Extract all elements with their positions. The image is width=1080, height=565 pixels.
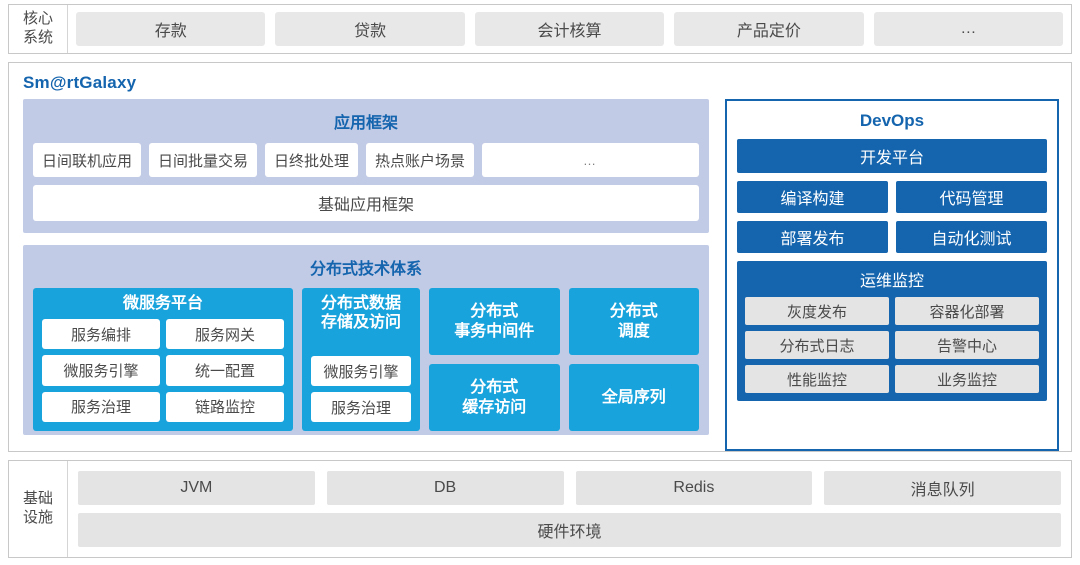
ops-item[interactable]: 分布式日志 xyxy=(745,331,889,359)
microservice-platform-title: 微服务平台 xyxy=(122,295,203,312)
smartgalaxy-section: Sm@rtGalaxy 应用框架 日间联机应用 日间批量交易 日终批处理 热点账… xyxy=(8,62,1072,452)
data-store-item[interactable]: 服务治理 xyxy=(311,392,411,422)
core-systems-section: 核心 系统 存款 贷款 会计核算 产品定价 … xyxy=(8,4,1072,54)
infrastructure-section: 基础 设施 JVM DB Redis 消息队列 硬件环境 xyxy=(8,460,1072,558)
app-framework-item[interactable]: 日间批量交易 xyxy=(149,143,258,177)
microservice-item[interactable]: 链路监控 xyxy=(166,391,284,422)
distributed-column-3: 分布式 事务中间件 分布式 缓存访问 xyxy=(429,288,560,431)
card-line1: 分布式 xyxy=(470,302,519,320)
microservice-item[interactable]: 统一配置 xyxy=(166,355,284,386)
card-line2: 事务中间件 xyxy=(454,322,535,340)
app-framework-item[interactable]: 日终批处理 xyxy=(265,143,359,177)
infrastructure-items: JVM DB Redis 消息队列 xyxy=(78,471,1061,505)
ops-item[interactable]: 性能监控 xyxy=(745,365,889,393)
core-system-item[interactable]: 产品定价 xyxy=(674,12,864,46)
distributed-column-4: 分布式 调度 全局序列 xyxy=(568,288,699,431)
distributed-tech-title: 分布式技术体系 xyxy=(309,261,422,278)
base-application-framework[interactable]: 基础应用框架 xyxy=(33,185,699,221)
microservice-item[interactable]: 微服务引擎 xyxy=(42,355,160,386)
card-line1: 分布式 xyxy=(609,302,658,320)
distributed-data-store-card[interactable]: 分布式数据 存储及访问 微服务引擎 服务治理 xyxy=(302,288,420,431)
distributed-cache-access-card[interactable]: 分布式 缓存访问 xyxy=(429,364,560,431)
dev-platform-card[interactable]: 开发平台 xyxy=(737,139,1047,173)
ops-monitoring-card: 运维监控 灰度发布 容器化部署 分布式日志 告警中心 性能监控 业务监控 xyxy=(737,261,1047,401)
infrastructure-item[interactable]: DB xyxy=(326,471,564,505)
core-systems-label: 核心 系统 xyxy=(9,5,68,53)
infrastructure-label-line1: 基础 xyxy=(22,490,53,508)
core-system-item[interactable]: 贷款 xyxy=(275,12,465,46)
card-line1: 分布式 xyxy=(470,378,519,396)
devops-title: DevOps xyxy=(859,111,925,130)
card-line1: 全局序列 xyxy=(601,388,666,406)
devops-panel: DevOps 开发平台 编译构建 代码管理 部署发布 自动化测试 运维监控 灰度… xyxy=(725,99,1059,451)
core-systems-items: 存款 贷款 会计核算 产品定价 … xyxy=(68,12,1071,46)
microservice-platform-card[interactable]: 微服务平台 服务编排 服务网关 微服务引擎 统一配置 服务治理 链路监控 xyxy=(33,288,293,431)
distributed-data-store-title-line1: 分布式数据 xyxy=(320,295,401,312)
infrastructure-item[interactable]: 消息队列 xyxy=(824,471,1061,505)
distributed-tech-columns: 微服务平台 服务编排 服务网关 微服务引擎 统一配置 服务治理 链路监控 xyxy=(33,288,699,431)
smartgalaxy-title: Sm@rtGalaxy xyxy=(23,73,137,92)
infrastructure-label-line2: 设施 xyxy=(22,509,53,526)
devops-item[interactable]: 代码管理 xyxy=(896,181,1047,213)
devops-grid: 编译构建 代码管理 部署发布 自动化测试 xyxy=(737,181,1047,253)
smartgalaxy-left-column: 应用框架 日间联机应用 日间批量交易 日终批处理 热点账户场景 … 基础应用框架… xyxy=(23,99,709,441)
hardware-environment-bar[interactable]: 硬件环境 xyxy=(78,513,1061,547)
application-framework-block: 应用框架 日间联机应用 日间批量交易 日终批处理 热点账户场景 … 基础应用框架 xyxy=(23,99,709,233)
ops-item[interactable]: 容器化部署 xyxy=(895,297,1039,325)
data-store-item[interactable]: 微服务引擎 xyxy=(311,356,411,386)
distributed-scheduling-card[interactable]: 分布式 调度 xyxy=(568,288,699,355)
app-framework-item[interactable]: 日间联机应用 xyxy=(33,143,142,177)
devops-item[interactable]: 自动化测试 xyxy=(896,221,1047,253)
core-system-item-more[interactable]: … xyxy=(873,12,1064,46)
microservice-item[interactable]: 服务编排 xyxy=(42,319,160,350)
ops-item[interactable]: 灰度发布 xyxy=(745,297,889,325)
distributed-data-store-title-line2: 存储及访问 xyxy=(320,314,401,332)
distributed-tech-block: 分布式技术体系 微服务平台 服务编排 服务网关 微服务引擎 统一配置 服务治理 … xyxy=(23,245,709,435)
distributed-data-store-title: 分布式数据 存储及访问 xyxy=(311,294,411,332)
distributed-data-store-items: 微服务引擎 服务治理 xyxy=(311,336,411,422)
ops-item[interactable]: 业务监控 xyxy=(895,365,1039,393)
application-framework-title: 应用框架 xyxy=(333,115,398,132)
infrastructure-item[interactable]: Redis xyxy=(575,471,813,505)
core-systems-label-line2: 系统 xyxy=(22,29,53,46)
distributed-transaction-middleware-card[interactable]: 分布式 事务中间件 xyxy=(429,288,560,355)
infrastructure-label: 基础 设施 xyxy=(9,461,68,557)
infrastructure-body: JVM DB Redis 消息队列 硬件环境 xyxy=(68,461,1071,557)
infrastructure-item[interactable]: JVM xyxy=(78,471,315,505)
core-system-item[interactable]: 存款 xyxy=(76,12,266,46)
devops-item[interactable]: 编译构建 xyxy=(737,181,888,213)
core-systems-label-line1: 核心 xyxy=(22,10,53,28)
microservice-item[interactable]: 服务治理 xyxy=(42,391,160,422)
microservice-platform-items: 服务编排 服务网关 微服务引擎 统一配置 服务治理 链路监控 xyxy=(42,319,284,422)
devops-item[interactable]: 部署发布 xyxy=(737,221,888,253)
application-framework-chips: 日间联机应用 日间批量交易 日终批处理 热点账户场景 … xyxy=(33,143,699,177)
card-line2: 缓存访问 xyxy=(462,398,527,416)
global-sequence-card[interactable]: 全局序列 xyxy=(568,364,699,431)
card-line2: 调度 xyxy=(617,322,650,340)
app-framework-item-more[interactable]: … xyxy=(482,143,699,177)
ops-item[interactable]: 告警中心 xyxy=(895,331,1039,359)
microservice-item[interactable]: 服务网关 xyxy=(166,319,284,350)
core-system-item[interactable]: 会计核算 xyxy=(474,12,665,46)
app-framework-item[interactable]: 热点账户场景 xyxy=(366,143,475,177)
ops-monitoring-items: 灰度发布 容器化部署 分布式日志 告警中心 性能监控 业务监控 xyxy=(745,297,1039,393)
ops-monitoring-title: 运维监控 xyxy=(859,273,924,290)
